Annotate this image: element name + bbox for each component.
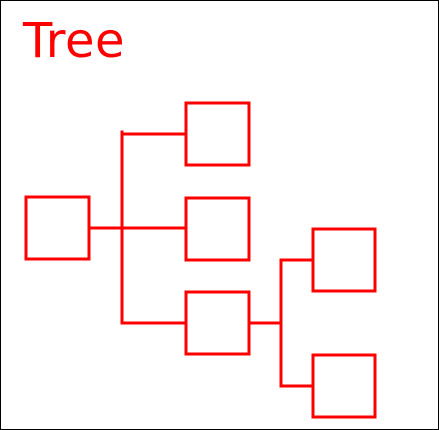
child-node-3: [184, 290, 251, 356]
child-node-1: [184, 101, 251, 167]
diagram-title: Tree: [23, 13, 126, 69]
child-3-connectors: [247, 258, 315, 388]
grandchild-node-2: [311, 353, 377, 419]
root-connectors: [87, 130, 188, 325]
grandchild-node-1: [311, 227, 377, 293]
child-node-2: [184, 196, 251, 262]
root-node: [24, 195, 91, 261]
